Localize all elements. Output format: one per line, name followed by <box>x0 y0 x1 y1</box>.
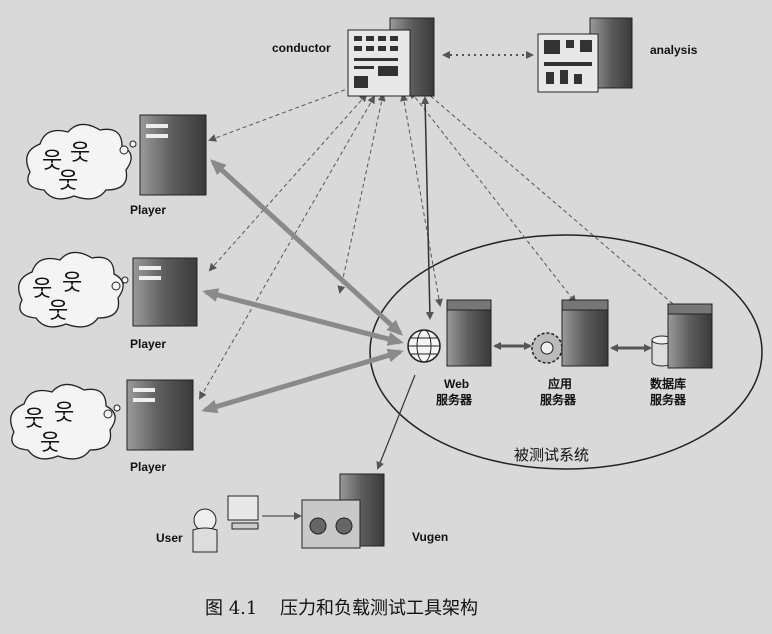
player-3-server-icon <box>126 379 194 451</box>
app-server-label-line2: 服务器 <box>540 392 577 407</box>
svg-text:웃: 웃 <box>62 271 82 296</box>
web-server-icon <box>446 299 492 367</box>
figure-caption-text: 压力和负载测试工具架构 <box>280 598 478 619</box>
svg-text:웃: 웃 <box>54 401 74 426</box>
conductor-icon <box>347 17 435 97</box>
web-server-label-line1: Web <box>444 377 469 391</box>
system-under-test-label: 被测试系统 <box>514 446 589 464</box>
load-links <box>201 159 404 414</box>
svg-text:웃: 웃 <box>40 431 60 456</box>
vugen-icon <box>301 473 385 549</box>
vugen-label: Vugen <box>412 530 448 544</box>
svg-text:웃: 웃 <box>32 277 52 302</box>
web-server-label-line2: 服务器 <box>436 392 473 407</box>
db-server-icon <box>667 303 713 369</box>
analysis-icon <box>537 17 633 93</box>
user-label: User <box>156 531 183 545</box>
server-chain-links <box>493 342 652 352</box>
player-2-label: Player <box>130 337 166 351</box>
app-gear-icon <box>531 332 563 364</box>
svg-text:웃: 웃 <box>24 407 44 432</box>
conductor-web-link <box>421 96 434 320</box>
db-server-label-line2: 服务器 <box>650 392 687 407</box>
svg-text:웃: 웃 <box>70 141 90 166</box>
web-globe-icon <box>407 329 441 363</box>
svg-text:웃: 웃 <box>58 169 78 194</box>
figure-caption-number: 图 4.1 <box>205 598 257 619</box>
svg-text:웃: 웃 <box>48 299 68 324</box>
user-icon <box>192 495 259 553</box>
web-vugen-link <box>376 374 416 470</box>
svg-text:웃: 웃 <box>42 149 62 174</box>
app-server-label-line1: 应用 <box>548 376 572 391</box>
player-1-label: Player <box>130 203 166 217</box>
db-server-label-line1: 数据库 <box>650 376 686 391</box>
player-3-label: Player <box>130 460 166 474</box>
conductor-label: conductor <box>272 41 331 55</box>
player-2-server-icon <box>132 257 198 327</box>
analysis-label: analysis <box>650 43 698 57</box>
app-server-icon <box>561 299 609 367</box>
player-1-server-icon <box>139 114 207 196</box>
